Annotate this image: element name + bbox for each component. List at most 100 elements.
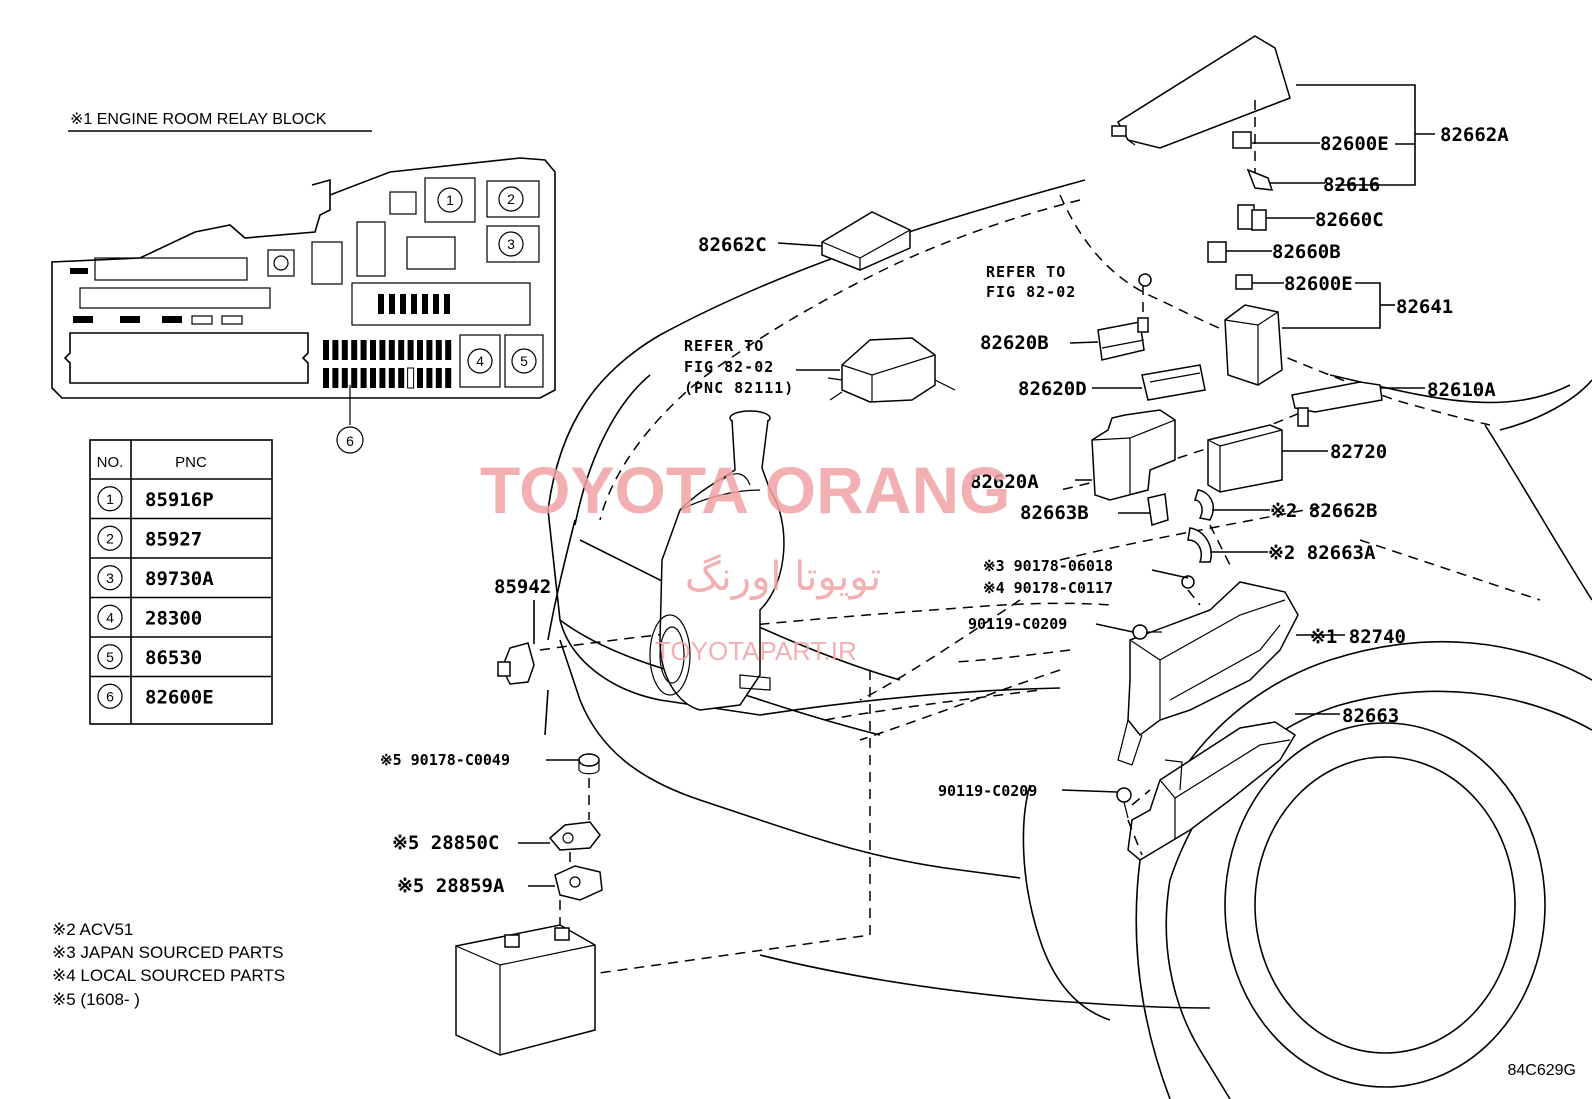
fuse <box>422 294 428 314</box>
circle-6 <box>336 426 364 454</box>
label-82660B: 82660B <box>1272 241 1341 263</box>
connector-bar <box>63 332 309 384</box>
table-row-no: 6 <box>106 688 114 704</box>
fuse <box>445 340 452 360</box>
label-82740: ※1 82740 <box>1310 626 1406 648</box>
circle-4 <box>467 348 493 374</box>
wheel-outer <box>1224 722 1546 1088</box>
part-82740 <box>1117 575 1299 766</box>
part-labels: 82662A 82600E 82616 82660C 82660B 82600E… <box>380 124 1509 897</box>
part-82111-block <box>827 337 956 403</box>
relay-box-82641 <box>1224 304 1283 386</box>
label-82662B: ※2 82662B <box>1270 500 1377 522</box>
part-82620B <box>1097 273 1152 361</box>
svg-text:6: 6 <box>346 433 354 449</box>
relay-2 <box>486 180 540 218</box>
label-90178-C0117: ※4 90178-C0117 <box>983 579 1113 597</box>
fuse-slot <box>79 287 271 309</box>
fuse <box>388 340 395 360</box>
relay-5 <box>504 334 544 388</box>
clip-parts <box>1207 131 1274 290</box>
label-82663: 82663 <box>1342 705 1399 727</box>
relay-3 <box>486 225 540 263</box>
fuse <box>426 340 433 360</box>
fuse-row-upper <box>323 340 452 360</box>
svg-text:4: 4 <box>476 353 484 369</box>
label-85942: 85942 <box>494 576 551 598</box>
fuse <box>360 340 367 360</box>
note-3: ※3 JAPAN SOURCED PARTS <box>52 943 284 962</box>
part-82662C <box>821 211 911 271</box>
relay-1 <box>424 177 476 223</box>
label-90178-06018: ※3 90178-06018 <box>983 557 1113 575</box>
leader-lines <box>518 84 1435 887</box>
fuse <box>332 340 339 360</box>
label-90178-C0049: ※5 90178-C0049 <box>380 751 510 769</box>
table-row-circle <box>97 525 123 551</box>
table-header-pnc: PNC <box>175 454 207 471</box>
table-row-circle <box>97 644 123 670</box>
figure-code: 84C629G <box>1508 1062 1577 1079</box>
label-82660C: 82660C <box>1315 209 1384 231</box>
table-row-no: 5 <box>106 649 114 665</box>
svg-text:2: 2 <box>507 191 515 207</box>
fuse <box>351 340 358 360</box>
label-28859A: ※5 28859A <box>397 875 505 897</box>
note-4: ※4 LOCAL SOURCED PARTS <box>52 966 285 985</box>
watermark-latin: TOYOTA ORANG <box>480 453 1010 527</box>
label-82663B: 82663B <box>1020 502 1089 524</box>
fuse <box>417 368 423 388</box>
part-82620D <box>1141 364 1206 401</box>
table-row-pnc: 86530 <box>145 647 202 669</box>
fuse <box>323 368 329 388</box>
relay-block-cover <box>1111 35 1291 180</box>
table-row-circle <box>97 683 123 709</box>
fuse <box>400 294 406 314</box>
fuse <box>332 368 339 388</box>
fuse <box>341 368 348 388</box>
table-row-circle <box>97 486 123 512</box>
circle-1 <box>437 187 463 213</box>
table-row-pnc: 89730A <box>145 568 214 590</box>
fuse <box>323 340 329 360</box>
label-82620A: 82620A <box>970 471 1039 493</box>
note-2: ※2 ACV51 <box>52 920 133 939</box>
battery <box>455 924 596 1056</box>
part-82720 <box>1207 424 1283 493</box>
fuse <box>411 294 417 314</box>
fuse <box>435 340 442 360</box>
fuse <box>444 294 450 314</box>
fuse <box>445 368 452 388</box>
refer-2-line2: FIG 82-02 <box>684 358 774 376</box>
circle-3 <box>498 231 524 257</box>
label-82600E-mid: 82600E <box>1284 273 1353 295</box>
table-row-no: 3 <box>106 570 114 586</box>
part-82620A <box>1091 409 1176 501</box>
fuse <box>407 340 414 360</box>
fuse <box>407 367 415 389</box>
label-82620D: 82620D <box>1018 378 1087 400</box>
table-row-pnc: 82600E <box>145 686 214 708</box>
battery-terminals <box>548 753 603 935</box>
fuse <box>360 368 367 388</box>
svg-text:3: 3 <box>507 236 515 252</box>
label-82720: 82720 <box>1330 441 1387 463</box>
wheel-inner <box>1254 756 1516 1054</box>
fuse <box>398 368 405 388</box>
table-row-no: 2 <box>106 530 114 546</box>
table-row-no: 4 <box>106 609 114 625</box>
label-82620B: 82620B <box>980 332 1049 354</box>
table-row-no: 1 <box>106 491 114 507</box>
fuse <box>370 368 376 388</box>
washer-tank <box>649 410 785 711</box>
fuse <box>426 368 433 388</box>
fuse-row-lower <box>323 367 452 389</box>
refer-2-line3: (PNC 82111) <box>684 379 794 397</box>
table-row-circle <box>97 604 123 630</box>
label-82662A: 82662A <box>1440 124 1509 146</box>
part-82610A <box>1291 381 1383 427</box>
table-header-no: NO. <box>97 454 124 471</box>
fuse <box>433 294 439 314</box>
table-row-circle <box>97 565 123 591</box>
